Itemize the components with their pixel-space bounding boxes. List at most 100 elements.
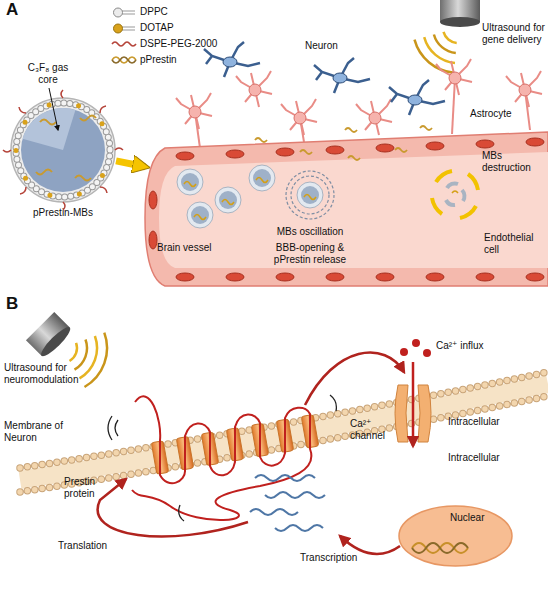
legend-entry: pPrestin (140, 54, 177, 66)
node-heading: Nuclear (450, 512, 505, 524)
structure-label: Membrane of Neuron (4, 420, 74, 443)
endothelial-cell (526, 138, 544, 146)
endothelial-cell (149, 231, 157, 249)
plasmid-symbol (112, 57, 136, 63)
microbubble-shell (11, 98, 115, 202)
endothelial-cell (476, 273, 494, 281)
microbubble (249, 165, 275, 191)
gas-core (21, 108, 105, 192)
device-label: Ultrasound for gene delivery (482, 22, 548, 45)
calcium-channel (395, 385, 431, 442)
ultrasound-wave (80, 336, 98, 378)
calcium-ion (400, 339, 431, 357)
lipid-bilayer (20, 384, 548, 480)
process-arrow (98, 479, 248, 536)
ion-label: Ca²⁺ influx (436, 340, 506, 352)
panel-letter: B (6, 294, 30, 314)
lipid-bilayer (20, 372, 548, 492)
endothelial-cell (276, 273, 294, 281)
mrna-strand (255, 475, 315, 481)
region-label: Intracellular (448, 452, 528, 464)
prestin-helix (201, 432, 218, 466)
process-arrow (340, 536, 400, 554)
cell-label: Astrocyte (470, 108, 530, 120)
ultrasound-wave (434, 35, 456, 53)
leader-line (49, 88, 58, 130)
microbubble-fragment (432, 171, 478, 218)
lipid-shell (16, 103, 110, 197)
prestin-helix (251, 423, 268, 457)
plasmid-symbol (112, 57, 136, 63)
endothelial-cell (426, 142, 444, 150)
callout-label: C₃F₈ gas core (26, 62, 70, 85)
released-plasmid (255, 126, 432, 160)
lipid-shell (16, 103, 110, 197)
astrocyte-endfoot (525, 90, 530, 130)
cationic-lipid-symbol (114, 24, 136, 33)
calcium-channel (395, 385, 408, 442)
endothelial-cell (149, 191, 157, 209)
ultrasound-transducer (38, 324, 73, 359)
nuclear-dna (412, 543, 468, 553)
microbubble-node: pPrestin-MBs (10, 97, 116, 203)
ultrasound-wave (415, 32, 457, 73)
node-heading: Brain vessel (157, 242, 237, 254)
prestin-helix (176, 436, 193, 470)
microbubble-fragment (446, 183, 464, 205)
legend-entry: DOTAP (140, 22, 174, 34)
astrocyte-cell (436, 59, 472, 95)
oscillating-microbubble (286, 171, 334, 219)
legend-text: DSPE-PEG-2000 (140, 38, 217, 49)
endothelial-cell (476, 140, 494, 148)
peg-lipid-symbol (112, 42, 136, 46)
ultrasound-transducer (26, 312, 73, 359)
calcium-ion (423, 349, 431, 357)
neuron-cell (389, 80, 445, 115)
ultrasound-wave (70, 343, 77, 361)
endothelial-cell (176, 273, 194, 281)
endothelial-cell (226, 150, 244, 158)
endothelial-cell (326, 146, 344, 154)
vessel-wall (145, 132, 548, 286)
cell-label: Endothelial cell (484, 232, 544, 255)
astrocyte-cell (236, 71, 272, 107)
lipid-symbol (114, 8, 123, 17)
microbubble (177, 165, 275, 228)
ultrasound-transducer (440, 0, 480, 27)
endothelial-cell (326, 273, 344, 281)
signal-arrow (305, 353, 404, 405)
plasmid-symbol (112, 57, 136, 63)
lipid-bilayer (20, 372, 548, 468)
ultrasound-transducer (440, 0, 480, 22)
ultrasound-transducer (26, 312, 70, 356)
ultrasound-wave (444, 32, 457, 43)
nucleus-outline (399, 506, 512, 566)
astrocyte-cell (176, 93, 212, 129)
cationic-lipid-symbol (122, 27, 135, 30)
ultrasound-transducer (440, 17, 480, 27)
mrna-strand (250, 509, 298, 515)
microbubble (215, 187, 241, 213)
legend-entry: DPPC (140, 6, 168, 18)
lipid-shell (16, 103, 110, 197)
oscillating-microbubble (297, 182, 323, 208)
oscillating-microbubble (286, 171, 334, 219)
astrocyte-cell (506, 71, 542, 107)
panel-letter: A (6, 0, 30, 20)
calcium-channel (418, 385, 431, 442)
process-label: Translation (58, 540, 128, 552)
structure-label: Prestin protein (64, 476, 114, 499)
nuclear-dna (412, 543, 468, 553)
device-label: Ultrasound for neuromodulation (4, 362, 92, 385)
peg-chain (3, 90, 123, 210)
region-label: Intracellular (448, 416, 528, 428)
node-heading: pPrestin-MBs (0, 207, 126, 219)
vibration-mark (108, 395, 336, 521)
lipid-shell (16, 103, 110, 197)
endothelial-cell (149, 138, 544, 281)
prestin-helix (226, 428, 243, 462)
node-outline (10, 97, 116, 203)
endothelial-cell (276, 148, 294, 156)
prestin-helix (276, 419, 293, 453)
